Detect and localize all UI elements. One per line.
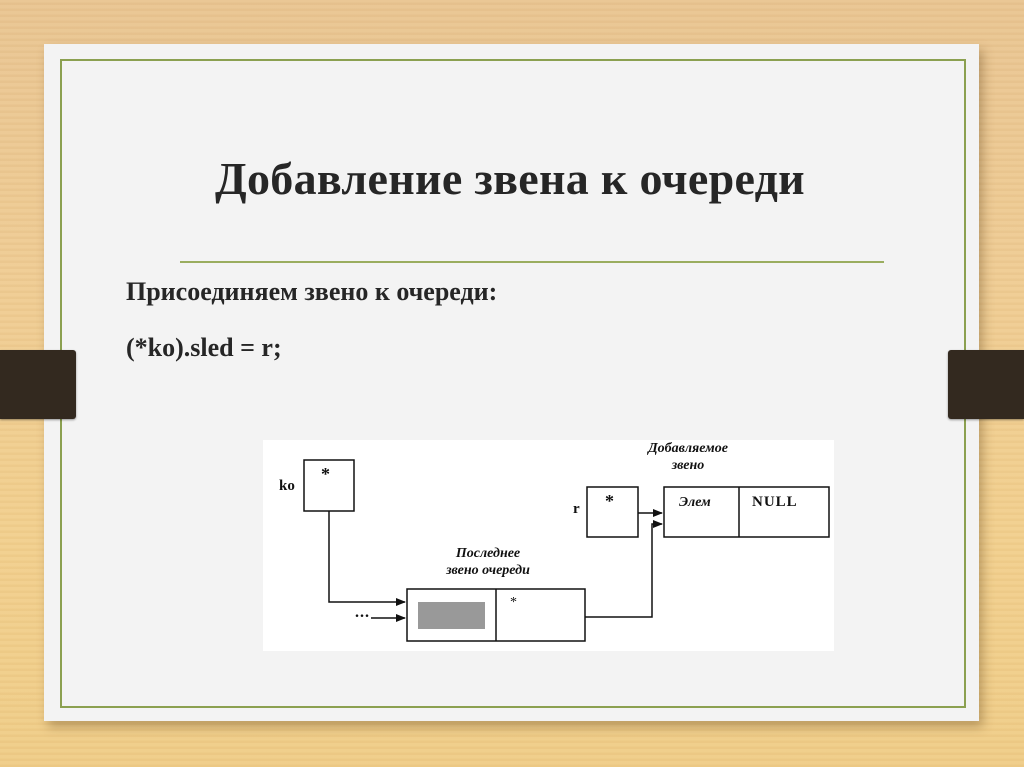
diagram-lines — [303, 459, 830, 642]
new-node-next-field: NULL — [752, 494, 798, 510]
body-text-line-1: Присоединяем звено к очереди: — [126, 277, 498, 306]
right-binder-clip — [948, 350, 1024, 419]
ellipsis-label: ... — [355, 604, 370, 621]
last-node-next-value: * — [510, 595, 517, 610]
new-node-caption: Добавляемое звено — [623, 440, 753, 474]
slide-title: Добавление звена к очереди — [215, 153, 805, 204]
code-line: (*ko).sled = r; — [126, 333, 282, 362]
last-node-caption: Последнее звено очереди — [423, 545, 553, 579]
new-node-caption-line-1: Добавляемое — [648, 441, 728, 456]
last-node-caption-line-2: звено очереди — [446, 563, 530, 578]
new-node-elem-field: Элем — [679, 495, 711, 510]
r-label: r — [573, 501, 580, 517]
title-divider — [180, 261, 884, 263]
r-pointer-value: * — [605, 491, 614, 511]
new-node-caption-line-2: звено — [671, 458, 705, 473]
last-node-caption-line-1: Последнее — [455, 546, 521, 561]
ko-pointer-value: * — [321, 464, 330, 484]
queue-diagram: ko * r * Добавляемое звено Элем NULL Пос… — [263, 440, 834, 651]
left-binder-clip — [0, 350, 76, 419]
ko-label: ko — [279, 478, 295, 494]
